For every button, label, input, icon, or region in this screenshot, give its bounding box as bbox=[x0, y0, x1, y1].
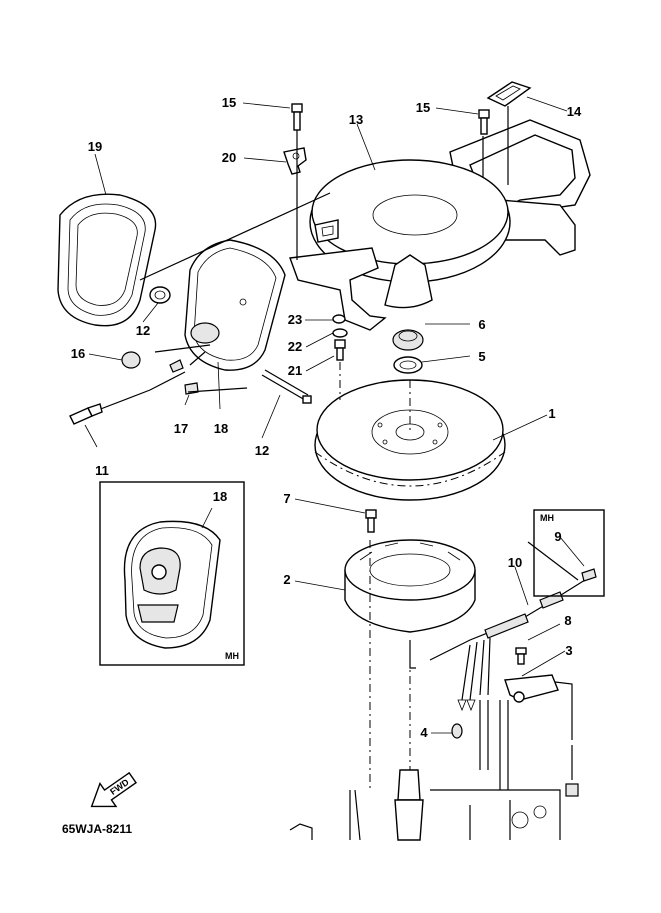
callout-6: 6 bbox=[478, 317, 485, 332]
leader-lines bbox=[84, 96, 585, 734]
pulser-coil-3 bbox=[504, 674, 579, 797]
diagram-code: 65WJA-8211 bbox=[62, 822, 132, 836]
band-12 bbox=[261, 369, 312, 404]
cam-strap bbox=[486, 81, 532, 107]
callout-18a: 18 bbox=[214, 421, 228, 436]
screw-4 bbox=[451, 723, 463, 739]
callout-10: 10 bbox=[508, 555, 522, 570]
nut-6 bbox=[392, 329, 424, 351]
callout-13: 13 bbox=[349, 112, 363, 127]
cover-18 bbox=[184, 239, 286, 371]
callout-19: 19 bbox=[88, 139, 102, 154]
bolt-7 bbox=[365, 509, 377, 533]
washer-22 bbox=[332, 328, 348, 338]
crankcase-base bbox=[289, 700, 561, 841]
callout-1: 1 bbox=[548, 406, 555, 421]
seal-19 bbox=[57, 193, 157, 327]
screw-8 bbox=[515, 647, 527, 665]
callout-22: 22 bbox=[288, 339, 302, 354]
callout-17: 17 bbox=[174, 421, 188, 436]
callout-18b: 18 bbox=[213, 489, 227, 504]
inset-screw-view bbox=[533, 509, 605, 597]
callout-7: 7 bbox=[283, 491, 290, 506]
callout-4: 4 bbox=[420, 725, 428, 740]
washer-23 bbox=[332, 314, 346, 324]
bolt-21 bbox=[334, 339, 346, 361]
callout-20: 20 bbox=[222, 150, 236, 165]
callout-15b: 15 bbox=[416, 100, 430, 115]
callout-2: 2 bbox=[283, 572, 290, 587]
bolt-15b bbox=[478, 109, 490, 135]
callout-8: 8 bbox=[564, 613, 571, 628]
callout-16: 16 bbox=[71, 346, 85, 361]
callout-23: 23 bbox=[288, 312, 302, 327]
callout-15a: 15 bbox=[222, 95, 236, 110]
cap-16 bbox=[121, 351, 141, 369]
callout-5: 5 bbox=[478, 349, 485, 364]
screw-9 bbox=[581, 568, 597, 582]
callout-11: 11 bbox=[95, 463, 109, 478]
grommet-12 bbox=[149, 286, 171, 304]
inset-cover-view bbox=[99, 481, 245, 666]
callout-numbers: 15 15 14 13 20 19 12 16 23 22 21 6 5 1 1… bbox=[71, 95, 582, 740]
callout-3: 3 bbox=[565, 643, 572, 658]
bolt-15a bbox=[291, 103, 303, 131]
stator-2 bbox=[344, 539, 476, 633]
inset-label-mh-small: MH bbox=[540, 513, 554, 523]
callout-14: 14 bbox=[567, 104, 582, 119]
callout-21: 21 bbox=[288, 363, 302, 378]
callout-12a: 12 bbox=[136, 323, 150, 338]
callout-9: 9 bbox=[554, 529, 561, 544]
starter-housing bbox=[289, 119, 591, 331]
bracket-20 bbox=[283, 147, 307, 175]
reference-lines bbox=[139, 106, 579, 790]
callout-12b: 12 bbox=[255, 443, 269, 458]
washer-5 bbox=[393, 356, 423, 374]
inset-label-mh-main: MH bbox=[225, 651, 239, 661]
choke-cable-11 bbox=[69, 359, 186, 425]
fwd-arrow-icon: FWD bbox=[90, 771, 137, 808]
